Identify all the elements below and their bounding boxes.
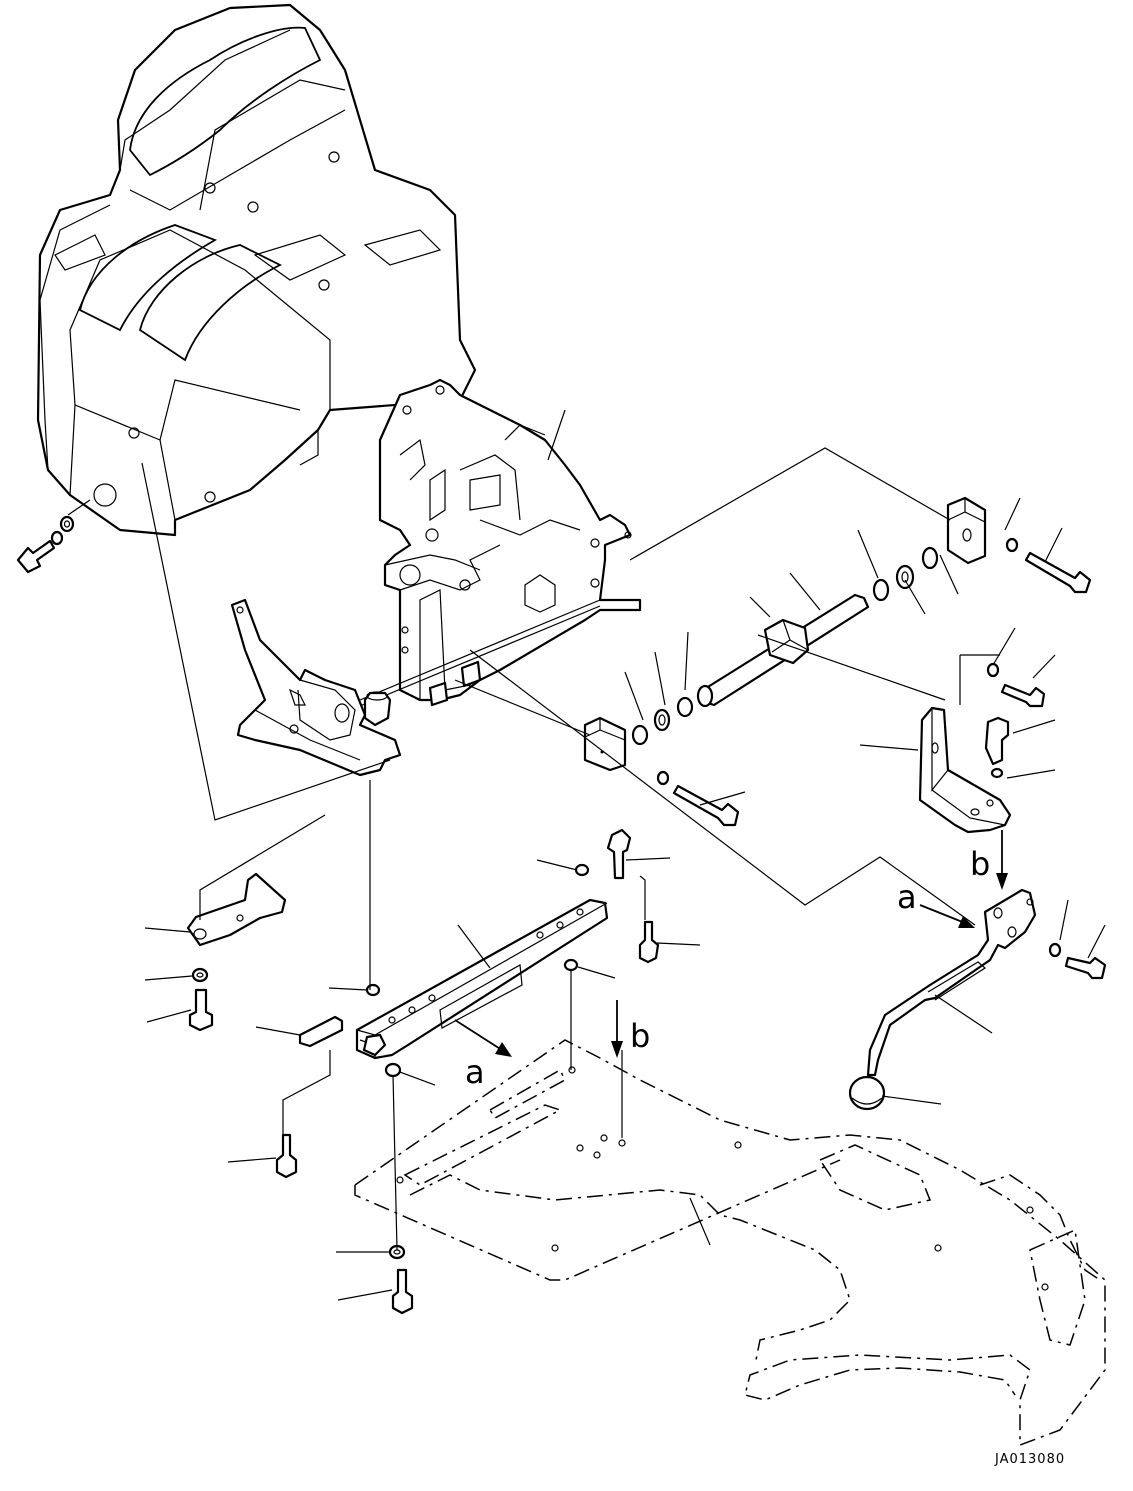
label-b-top: b (970, 845, 990, 883)
label-b-bottom: b (630, 1017, 650, 1055)
bolt-center (656, 770, 740, 827)
console-cover (36, 3, 477, 537)
small-bracket-left (186, 872, 344, 1048)
slide-rail (355, 863, 609, 1078)
leader-lines (144, 409, 1106, 1301)
shift-lever (848, 888, 1107, 1111)
left-bracket-plate (230, 598, 402, 777)
bolt-right-upper (1005, 537, 1092, 594)
shaft-assembly (631, 546, 939, 746)
label-a-bottom: a (465, 1053, 485, 1091)
console-screw-set (16, 515, 75, 574)
label-a-top: a (897, 878, 917, 916)
drawing-code: JA013080 (994, 1452, 1065, 1467)
rail-bolts (275, 828, 660, 1315)
reference-lines (67, 447, 1000, 1251)
bushing-block-left (583, 716, 627, 772)
main-bracket (359, 378, 642, 707)
floor-plate (354, 1039, 1106, 1447)
direction-arrows (454, 830, 1008, 1058)
bushing-block-right (946, 496, 987, 565)
angle-bracket-right (918, 662, 1046, 834)
